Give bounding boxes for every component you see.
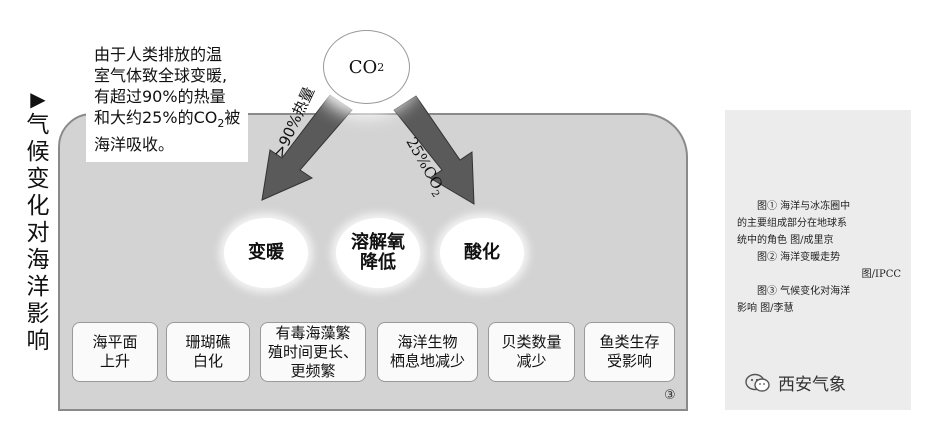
title-char: 变 <box>26 166 50 192</box>
title-char: 候 <box>26 139 50 165</box>
impact-label: 有毒海藻繁殖时间更长、更频繁 <box>267 323 358 380</box>
warming-circle: 变暖 <box>224 218 308 288</box>
absorption-note: 由于人类排放的温 室气体致全球变暖, 有超过90%的热量 和大约25%的CO2被… <box>86 40 248 162</box>
impact-label: 海平面上升 <box>92 333 138 370</box>
note-line: 由于人类排放的温 <box>94 45 223 64</box>
title-char: 影 <box>26 301 50 327</box>
title-char: 海 <box>26 247 50 273</box>
caption-line: 图① 海洋与冰冻圈中 <box>757 201 851 212</box>
caption-line: 图② 海洋变暖走势 <box>757 252 841 263</box>
impact-box: 珊瑚礁白化 <box>166 322 250 382</box>
note-line: 被 <box>224 108 241 127</box>
acidification-label: 酸化 <box>464 242 500 263</box>
impact-label: 珊瑚礁白化 <box>185 333 231 370</box>
caption-line: 图/IPCC <box>861 269 901 280</box>
impact-label: 鱼类生存受影响 <box>599 333 660 370</box>
impact-box: 贝类数量减少 <box>488 322 575 382</box>
caption-line: 影响 图/李慧 <box>737 303 794 314</box>
impact-box: 有毒海藻繁殖时间更长、更频繁 <box>260 322 366 382</box>
heat-arrow <box>261 94 353 201</box>
wechat-icon <box>745 373 770 392</box>
title-marker-icon: ▶ <box>30 87 46 111</box>
caption-line: 图③ 气候变化对海洋 <box>757 286 851 297</box>
note-line: 海洋吸收。 <box>94 135 175 155</box>
caption-line: 统中的角色 图/成里京 <box>737 235 834 246</box>
title-char: 气 <box>26 112 50 138</box>
acidification-circle: 酸化 <box>440 218 524 288</box>
co2-subscript: 2 <box>377 60 385 74</box>
title-char: 响 <box>26 328 50 354</box>
note-line: 和大约25%的CO <box>94 108 218 127</box>
watermark: 西安气象 <box>744 370 846 395</box>
watermark-text: 西安气象 <box>778 375 846 395</box>
impact-label: 贝类数量减少 <box>501 333 562 370</box>
caption-panel: 图① 海洋与冰冻圈中 的主要组成部分在地球系 统中的角色 图/成里京 图② 海洋… <box>725 110 911 410</box>
title-char: 化 <box>26 193 50 219</box>
impact-box: 海平面上升 <box>72 322 158 382</box>
oxygen-label: 溶解氧降低 <box>351 233 405 273</box>
note-line: 室气体致全球变暖, <box>94 66 228 85</box>
note-subscript: 2 <box>217 117 225 131</box>
impact-box: 鱼类生存受影响 <box>584 322 675 382</box>
warming-label: 变暖 <box>248 242 284 263</box>
co2-label: CO <box>348 56 378 78</box>
oxygen-line: 溶解氧 <box>351 232 405 253</box>
title-char: 洋 <box>26 274 50 300</box>
impact-box: 海洋生物栖息地减少 <box>377 322 478 382</box>
note-line: 有超过90%的热量 <box>94 87 226 106</box>
figure-number: ③ <box>664 388 676 403</box>
oxygen-line: 降低 <box>360 252 396 273</box>
co2-arrow <box>393 95 475 205</box>
caption-line: 的主要组成部分在地球系 <box>737 218 847 229</box>
impact-label: 海洋生物栖息地减少 <box>389 333 465 370</box>
oxygen-circle: 溶解氧降低 <box>336 218 420 288</box>
title-char: 对 <box>26 220 50 246</box>
side-title: ▶ 气 候 变 化 对 海 洋 影 响 <box>20 88 56 355</box>
